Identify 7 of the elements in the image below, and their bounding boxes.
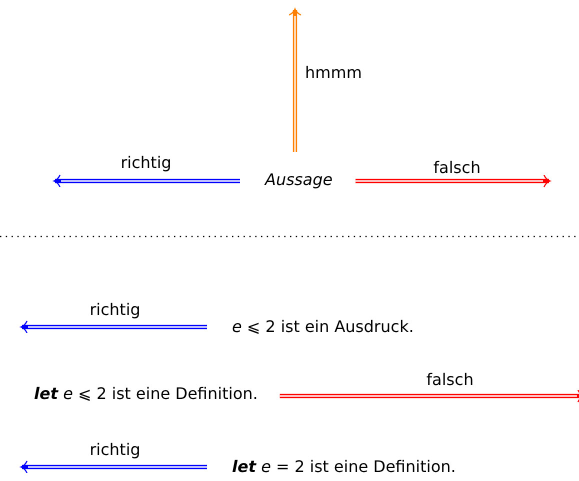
edge-label: richtig: [88, 301, 142, 319]
edge-label: richtig: [88, 441, 142, 459]
statement-text: let e ⩽ 2 ist eine Definition.: [34, 384, 258, 404]
edge-label: richtig: [120, 154, 172, 172]
statement-text: Aussage: [265, 170, 333, 190]
statement-text: e ⩽ 2 ist ein Ausdruck.: [232, 317, 414, 337]
statement-text: let e = 2 ist eine Definition.: [232, 457, 456, 477]
